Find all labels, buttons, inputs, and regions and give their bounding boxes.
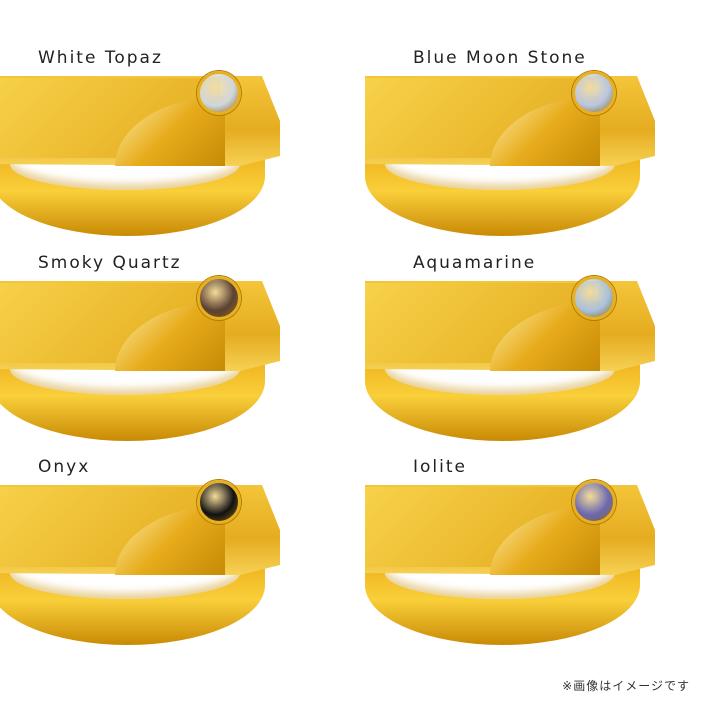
ring-image [365,276,655,451]
ring-image [0,71,280,246]
ring-variant: Aquamarine [365,253,675,458]
gemstone [197,480,241,524]
ring-variant: Smoky Quartz [0,253,300,458]
ring-variant: Iolite [365,457,675,662]
ring-image [0,480,280,655]
gemstone [197,71,241,115]
variant-label: White Topaz [38,48,163,68]
gemstone [572,71,616,115]
ring-variant: Blue Moon Stone [365,48,675,253]
image-disclaimer: ※画像はイメージです [562,679,690,693]
ring-image [365,480,655,655]
variant-label: Onyx [38,457,91,477]
gemstone [572,276,616,320]
variant-label: Blue Moon Stone [413,48,587,68]
ring-image [365,71,655,246]
variant-label: Aquamarine [413,253,537,273]
variant-label: Iolite [413,457,467,477]
ring-variant: Onyx [0,457,300,662]
gemstone [572,480,616,524]
ring-variant: White Topaz [0,48,300,253]
gemstone [197,276,241,320]
ring-image [0,276,280,451]
variant-label: Smoky Quartz [38,253,182,273]
